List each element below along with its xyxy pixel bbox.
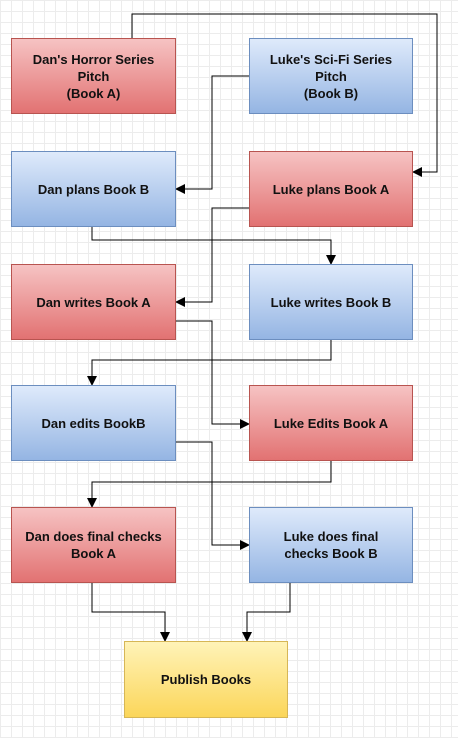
edge-luke-final-to-publish [242, 583, 291, 642]
edge-luke-plan-to-dan-write [175, 207, 249, 307]
edge-dan-edit-to-luke-final [176, 441, 250, 550]
node-luke-edits-book-a[interactable]: Luke Edits Book A [249, 385, 413, 461]
node-dan-plans-book-b[interactable]: Dan plans Book B [11, 151, 176, 227]
node-dan-horror-pitch[interactable]: Dan's Horror Series Pitch (Book A) [11, 38, 176, 114]
node-luke-scifi-pitch[interactable]: Luke's Sci-Fi Series Pitch (Book B) [249, 38, 413, 114]
edge-luke-edit-to-dan-final [87, 461, 332, 508]
edge-dan-write-to-luke-edit [176, 320, 250, 429]
edge-dan-final-to-publish [91, 583, 170, 642]
edge-luke-write-to-dan-edit [87, 340, 332, 386]
edge-dan-plan-to-luke-write [91, 227, 336, 265]
edge-luke-pitch-to-dan-plan [175, 75, 249, 194]
node-dan-writes-book-a[interactable]: Dan writes Book A [11, 264, 176, 340]
node-dan-edits-book-b[interactable]: Dan edits BookB [11, 385, 176, 461]
node-luke-final-checks-book-b[interactable]: Luke does final checks Book B [249, 507, 413, 583]
node-luke-plans-book-a[interactable]: Luke plans Book A [249, 151, 413, 227]
node-publish-books[interactable]: Publish Books [124, 641, 288, 718]
node-dan-final-checks-book-a[interactable]: Dan does final checks Book A [11, 507, 176, 583]
node-luke-writes-book-b[interactable]: Luke writes Book B [249, 264, 413, 340]
edge-dan-pitch-to-luke-plan [131, 13, 438, 177]
